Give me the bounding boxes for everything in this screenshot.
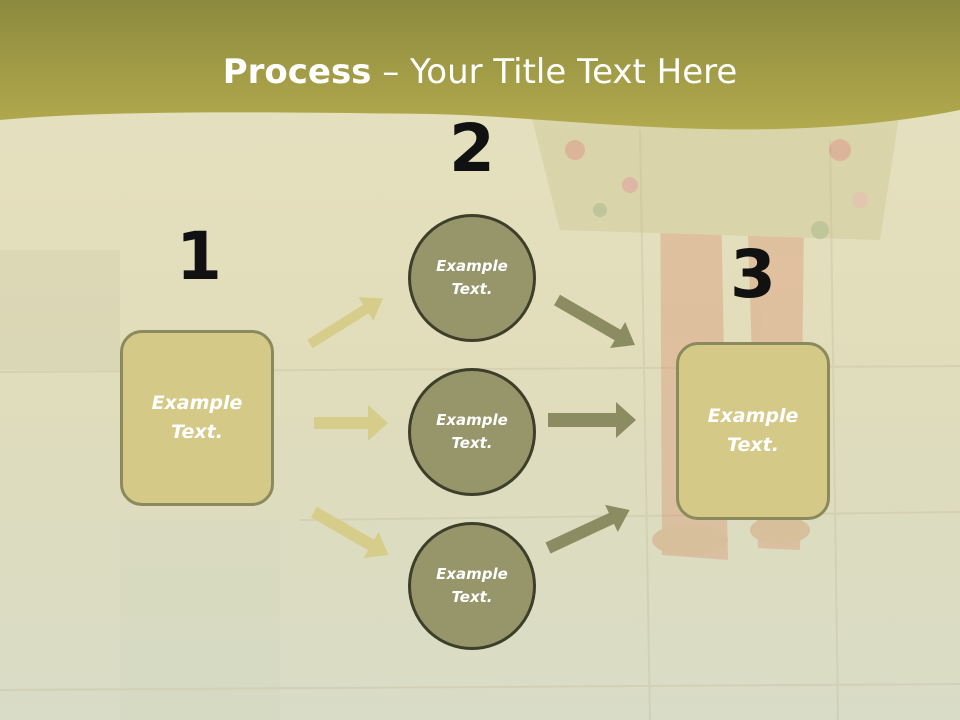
right-arrows: [545, 294, 636, 554]
circle-text: Example Text.: [436, 257, 508, 298]
left-arrows: [307, 297, 389, 558]
circle-text: Example Text.: [436, 411, 508, 452]
step-2-circle-middle: Example Text.: [408, 368, 536, 496]
arrow-from-middle-circle: [548, 402, 636, 438]
step-3-text: Example Text.: [707, 405, 799, 456]
step-number-2: 2: [449, 110, 495, 187]
arrow-to-bottom-circle: [311, 506, 389, 558]
circle-text: Example Text.: [436, 565, 508, 606]
arrow-from-bottom-circle: [545, 504, 630, 554]
step-3-box: Example Text.: [676, 342, 830, 520]
step-number-1: 1: [176, 218, 222, 295]
slide-title: Process – Your Title Text Here: [0, 52, 960, 92]
step-1-box: Example Text.: [120, 330, 274, 506]
header-band: [0, 0, 960, 130]
arrow-to-top-circle: [307, 297, 383, 349]
step-2-circle-top: Example Text.: [408, 214, 536, 342]
title-rest: – Your Title Text Here: [371, 52, 738, 92]
step-2-circle-bottom: Example Text.: [408, 522, 536, 650]
arrow-from-top-circle: [554, 294, 635, 348]
step-number-3: 3: [730, 236, 776, 313]
step-1-text: Example Text.: [151, 392, 243, 443]
arrow-to-middle-circle: [314, 405, 388, 441]
title-bold: Process: [222, 52, 372, 92]
